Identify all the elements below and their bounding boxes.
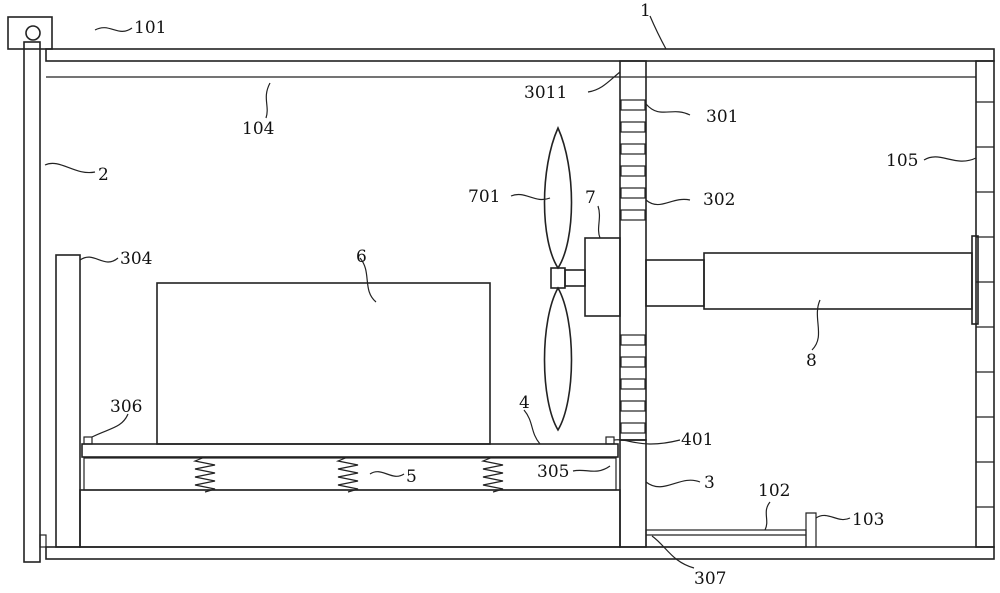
label-305: 305 — [537, 462, 569, 482]
label-304: 304 — [120, 249, 152, 269]
label-6: 6 — [356, 247, 367, 267]
reference-labels: 101 1 104 3011 301 2 105 701 7 302 304 6… — [98, 1, 918, 589]
label-301: 301 — [706, 107, 738, 127]
label-302: 302 — [703, 190, 735, 210]
label-3011: 3011 — [524, 83, 567, 103]
label-4: 4 — [519, 393, 530, 413]
fan — [543, 126, 621, 432]
box-6 — [156, 282, 491, 445]
label-8: 8 — [806, 351, 817, 371]
housing — [45, 48, 995, 560]
label-3: 3 — [704, 473, 715, 493]
label-102: 102 — [758, 481, 790, 501]
label-1: 1 — [640, 1, 651, 21]
leader-lines — [44, 15, 977, 569]
door-panel — [7, 16, 53, 563]
label-104: 104 — [242, 119, 274, 139]
label-101: 101 — [134, 18, 166, 38]
springs — [192, 456, 504, 493]
tray — [645, 512, 817, 548]
label-306: 306 — [110, 397, 142, 417]
partition-wall — [619, 60, 647, 441]
label-401: 401 — [681, 430, 713, 450]
label-105: 105 — [886, 151, 918, 171]
lower-chamber — [55, 254, 647, 548]
label-307: 307 — [694, 569, 726, 589]
label-7: 7 — [585, 188, 596, 208]
label-2: 2 — [98, 165, 109, 185]
actuator — [645, 235, 979, 325]
label-5: 5 — [406, 467, 417, 487]
label-701: 701 — [468, 187, 500, 207]
label-103: 103 — [852, 510, 884, 530]
